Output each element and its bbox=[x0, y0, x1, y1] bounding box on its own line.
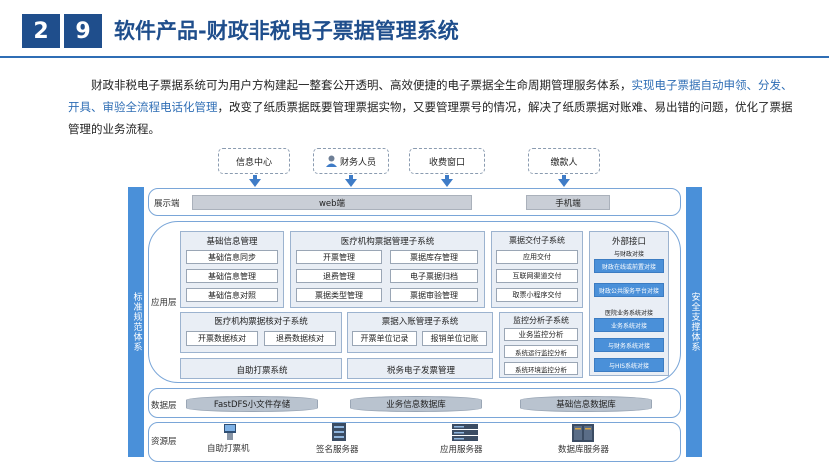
section-number-1: 2 bbox=[22, 14, 60, 48]
arrow-stem bbox=[562, 175, 566, 179]
intro-paragraph: 财政非税电子票据系统可为用户方构建起一整套公开透明、高效便捷的电子票据全生命周期… bbox=[68, 74, 798, 140]
ext-subgroup-title: 与财政对接 bbox=[613, 251, 644, 258]
node-info-center: 信息中心 bbox=[218, 148, 290, 174]
arrow-stem bbox=[349, 175, 353, 179]
check-item: 开票数据核对 bbox=[186, 331, 258, 346]
resource-label: 应用服务器 bbox=[440, 445, 483, 455]
node-label: 信息中心 bbox=[235, 157, 272, 168]
arrow-stem bbox=[253, 175, 257, 179]
self-print-system: 自助打票系统 bbox=[180, 358, 342, 379]
monitor-item: 业务监控分析 bbox=[504, 328, 578, 341]
basic-info-db: 基础信息数据库 bbox=[520, 396, 652, 412]
monitor-item: 系统环境监控分析 bbox=[504, 362, 578, 375]
acct-item: 报销单位记账 bbox=[422, 331, 487, 346]
down-arrow-icon bbox=[558, 179, 570, 187]
down-arrow-icon bbox=[345, 179, 357, 187]
org-item: 退费管理 bbox=[296, 269, 382, 283]
app-layer-label: 应用层 bbox=[151, 298, 177, 308]
down-arrow-icon bbox=[441, 179, 453, 187]
node-label: 收费窗口 bbox=[428, 157, 465, 168]
node-label: 缴款人 bbox=[550, 157, 578, 168]
ext-item: 与HIS系统对接 bbox=[594, 358, 664, 372]
security-sidebar: 安全支撑体系 bbox=[686, 187, 702, 457]
web-client: web端 bbox=[192, 195, 472, 210]
org-item: 票据类型管理 bbox=[296, 288, 382, 302]
acct-item: 开票单位记录 bbox=[352, 331, 417, 346]
node-label: 财务人员 bbox=[339, 157, 376, 168]
sidebar-label: 标准规范体系 bbox=[131, 292, 142, 352]
basic-info-item: 基础信息管理 bbox=[186, 269, 278, 283]
deliver-item: 取票小程序交付 bbox=[496, 288, 578, 302]
display-layer-label: 展示端 bbox=[154, 199, 180, 209]
intro-text-1: 财政非税电子票据系统可为用户方构建起一整套公开透明、高效便捷的电子票据全生命周期… bbox=[91, 78, 632, 92]
ext-item: 业务系统对接 bbox=[594, 318, 664, 332]
ext-item: 财政公共服务平台对接 bbox=[594, 283, 664, 297]
standards-sidebar: 标准规范体系 bbox=[128, 187, 144, 457]
title-rule bbox=[0, 56, 829, 58]
org-item: 开票管理 bbox=[296, 250, 382, 264]
ext-item: 财政在线或前置对接 bbox=[594, 259, 664, 273]
group-title: 票据交付子系统 bbox=[509, 236, 565, 245]
page-title: 软件产品-财政非税电子票据管理系统 bbox=[114, 19, 459, 43]
node-finance-staff: 财务人员 bbox=[313, 148, 389, 174]
group-title: 外部接口 bbox=[611, 237, 646, 247]
node-charge-window: 收费窗口 bbox=[409, 148, 485, 174]
server-icon bbox=[330, 423, 348, 441]
org-item: 电子票据归档 bbox=[390, 269, 478, 283]
fastdfs-storage: FastDFS小文件存储 bbox=[186, 396, 318, 412]
deliver-item: 互联网渠道交付 bbox=[496, 269, 578, 283]
box-label: 税务电子发票管理 bbox=[386, 366, 455, 376]
basic-info-item: 基础信息对照 bbox=[186, 288, 278, 302]
resource-label: 签名服务器 bbox=[316, 445, 359, 455]
data-layer-label: 数据层 bbox=[151, 401, 177, 411]
org-item: 票据库存管理 bbox=[390, 250, 478, 264]
ext-item: 与财务系统对接 bbox=[594, 338, 664, 352]
group-title: 医疗机构票据管理子系统 bbox=[340, 237, 435, 247]
basic-info-item: 基础信息同步 bbox=[186, 250, 278, 264]
down-arrow-icon bbox=[249, 179, 261, 187]
resource-layer-label: 资源层 bbox=[151, 437, 177, 447]
node-payer: 缴款人 bbox=[528, 148, 600, 174]
kiosk-icon bbox=[221, 424, 239, 440]
deliver-item: 应用交付 bbox=[496, 250, 578, 264]
mobile-client: 手机端 bbox=[526, 195, 610, 210]
sidebar-label: 安全支撑体系 bbox=[689, 292, 700, 352]
intro-text-2: ，改变了纸质票据既要管理票据实物，又要管理票号的情况，解决了纸质票据对账难、易出… bbox=[68, 100, 793, 136]
person-icon bbox=[325, 155, 337, 167]
monitor-item: 系统运行监控分析 bbox=[504, 345, 578, 358]
org-item: 票据审验管理 bbox=[390, 288, 478, 302]
database-server-icon bbox=[572, 424, 594, 442]
check-item: 退费数据核对 bbox=[264, 331, 336, 346]
server-icon bbox=[452, 424, 478, 442]
group-title: 票据入账管理子系统 bbox=[381, 317, 459, 327]
group-title: 基础信息管理 bbox=[206, 237, 258, 247]
intro-highlight: 实现电子票据自动申领、分发、开具、审验全流程电话化管理 bbox=[68, 78, 793, 114]
business-db: 业务信息数据库 bbox=[350, 396, 482, 412]
ext-subgroup-title: 医院业务系统对接 bbox=[604, 310, 653, 317]
tax-invoice-system: 税务电子发票管理 bbox=[347, 358, 493, 379]
group-title: 医疗机构票据核对子系统 bbox=[214, 317, 308, 327]
resource-label: 数据库服务器 bbox=[558, 445, 610, 455]
section-number-2: 9 bbox=[64, 14, 102, 48]
group-title: 监控分析子系统 bbox=[513, 316, 569, 325]
arrow-stem bbox=[445, 175, 449, 179]
box-label: 自助打票系统 bbox=[236, 366, 288, 376]
resource-label: 自助打票机 bbox=[207, 444, 250, 454]
